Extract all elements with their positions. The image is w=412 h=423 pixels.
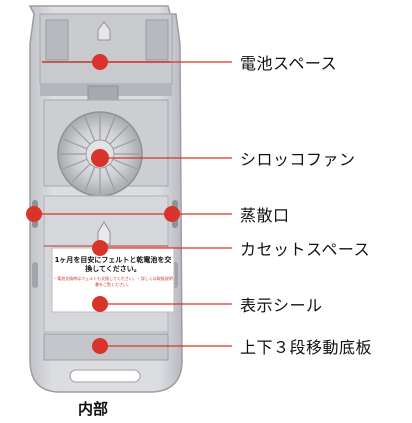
label-vent: 蒸散口 bbox=[240, 206, 290, 225]
callout-lines bbox=[34, 61, 232, 347]
label-display-seal: 表示シール bbox=[240, 296, 323, 315]
figure-caption: 内部 bbox=[78, 400, 109, 418]
callout-markers bbox=[26, 54, 180, 354]
sticker-main-text: 1ヶ月を目安にフェルトと乾電池を交換してください。 bbox=[54, 256, 172, 273]
marker-cassette bbox=[92, 240, 108, 256]
label-cassette-space: カセットスペース bbox=[240, 240, 371, 259]
marker-vent-right bbox=[164, 206, 180, 222]
display-seal-sticker bbox=[51, 247, 175, 313]
marker-shelf bbox=[92, 338, 108, 354]
vent-slot-left-lower bbox=[32, 262, 38, 288]
marker-battery bbox=[92, 54, 108, 70]
label-adjustable-shelf: 上下３段移動底板 bbox=[240, 338, 373, 357]
label-battery-space: 電池スペース bbox=[240, 54, 338, 73]
marker-seal bbox=[92, 296, 108, 312]
marker-vent-left bbox=[26, 206, 42, 222]
marker-fan bbox=[91, 149, 109, 167]
label-sirocco-fan: シロッコファン bbox=[240, 150, 356, 169]
sticker-fine-print: ・電池交換時はフェルトも交換してください。・詳しくは取扱説明書をご覧ください。 bbox=[53, 276, 173, 287]
